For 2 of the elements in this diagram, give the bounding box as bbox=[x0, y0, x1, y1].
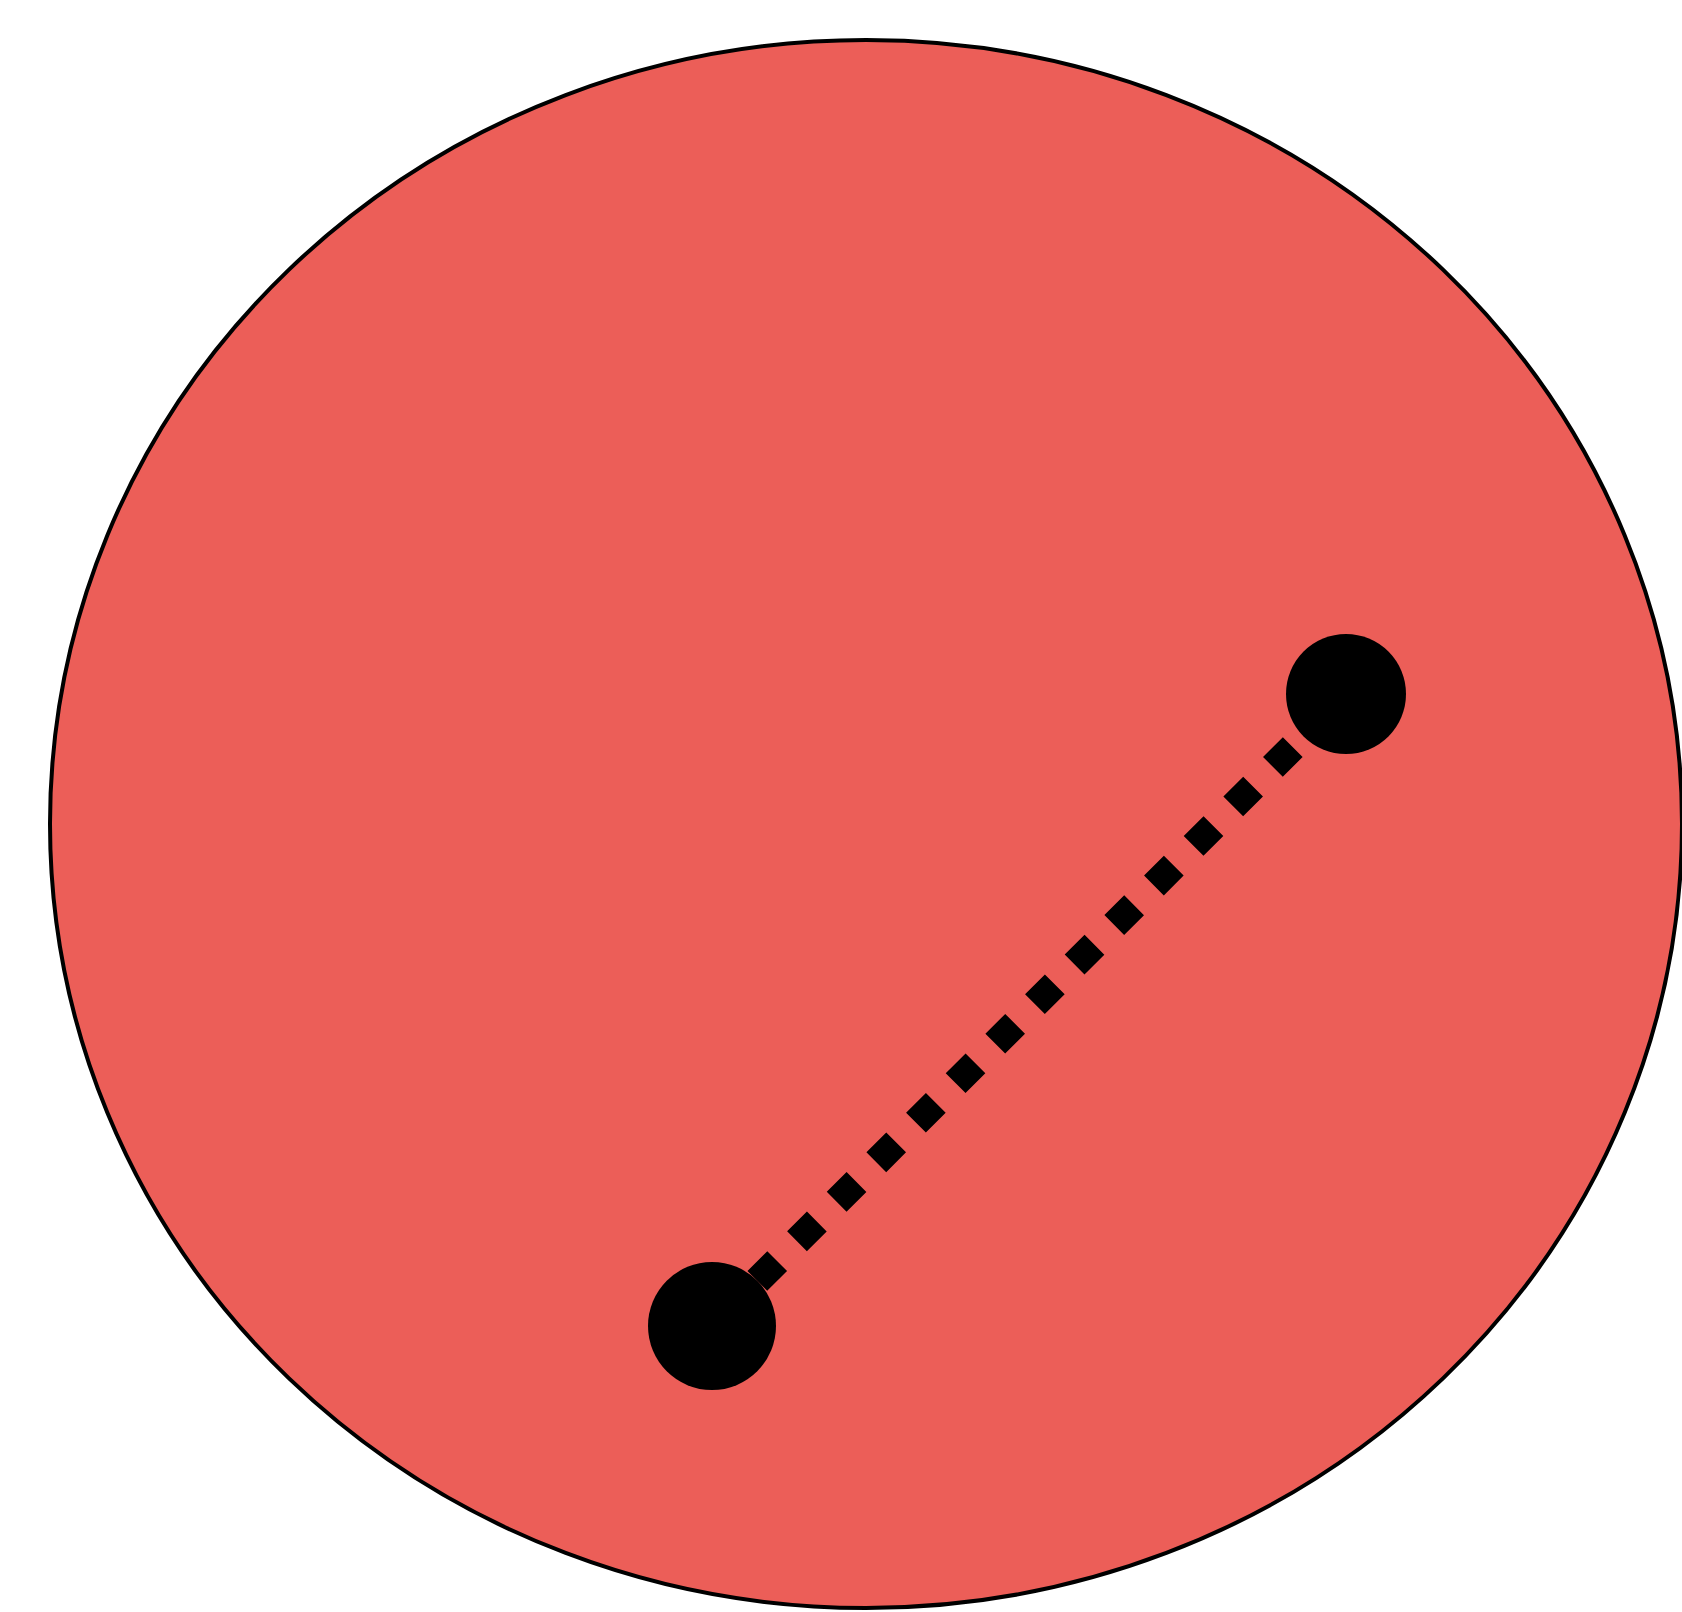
endpoint-dot bbox=[648, 1262, 776, 1390]
endpoint-dot bbox=[1286, 634, 1406, 754]
